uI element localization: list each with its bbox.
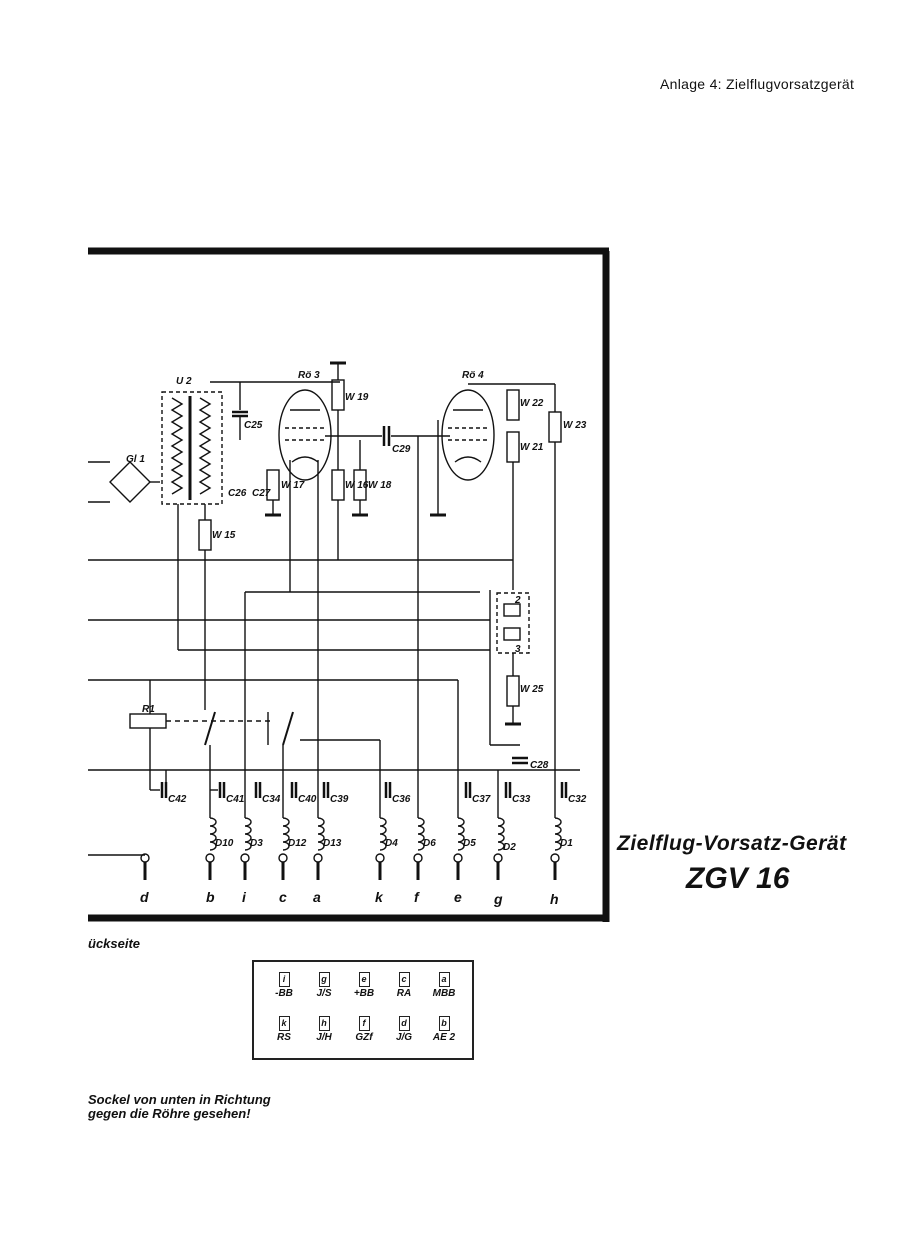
label-c26: C26: [228, 488, 247, 499]
label-d5: D5: [463, 838, 476, 849]
terminal-a: a: [313, 889, 321, 905]
device-model: ZGV 16: [686, 862, 790, 895]
label-d6: D6: [423, 838, 436, 849]
label-c42: C42: [168, 794, 187, 805]
page-header: Anlage 4: Zielflugvorsatzgerät: [660, 76, 855, 92]
socket-note: Sockel von unten in Richtung gegen die R…: [88, 1093, 271, 1121]
choke-coils: [209, 817, 562, 851]
label-w18: W 18: [368, 480, 392, 491]
label-d10: D10: [215, 838, 234, 849]
label-ro3: Rö 3: [298, 370, 320, 381]
socket-note-line2: gegen die Röhre gesehen!: [88, 1106, 251, 1121]
terminal-f: f: [414, 889, 420, 905]
label-w16: W 16: [345, 480, 369, 491]
tube-ro4: [441, 389, 495, 481]
label-r1: R1: [142, 704, 155, 715]
label-contact-2: 2: [514, 595, 521, 606]
terminal-i: i: [242, 889, 247, 905]
label-d4: D4: [385, 838, 398, 849]
label-c41: C41: [226, 794, 245, 805]
rueckseite-label: ückseite: [88, 936, 141, 951]
label-c29: C29: [392, 444, 411, 455]
terminal-pins: [140, 853, 560, 880]
socket-pin-i: i-BB: [275, 972, 293, 999]
socket-pin-e: e+BB: [353, 972, 375, 999]
label-c33: C33: [512, 794, 531, 805]
label-d2: D2: [503, 842, 516, 853]
label-w25: W 25: [520, 684, 544, 695]
rectifier-bridge: [109, 461, 151, 503]
label-contact-3: 3: [515, 644, 521, 655]
label-d1: D1: [560, 838, 573, 849]
transformer-u2: [161, 391, 223, 505]
label-w21: W 21: [520, 442, 544, 453]
terminal-h: h: [550, 891, 559, 907]
label-c34: C34: [262, 794, 281, 805]
terminal-b: b: [206, 889, 215, 905]
cap-row: [150, 770, 568, 798]
label-c32: C32: [568, 794, 587, 805]
label-d13: D13: [323, 838, 342, 849]
label-d12: D12: [288, 838, 307, 849]
label-w22: W 22: [520, 398, 544, 409]
device-title: Zielflug-Vorsatz-Gerät: [617, 832, 847, 855]
label-w17: W 17: [281, 480, 305, 491]
socket-note-line1: Sockel von unten in Richtung: [88, 1092, 271, 1107]
label-w23: W 23: [563, 420, 587, 431]
terminal-c: c: [279, 889, 287, 905]
terminal-k: k: [375, 889, 384, 905]
label-c28: C28: [530, 760, 549, 771]
terminal-g: g: [493, 891, 503, 907]
label-gl1: Gl 1: [126, 454, 145, 465]
relay-contact-box: [496, 592, 530, 654]
label-ro4: Rö 4: [462, 370, 484, 381]
label-u2: U 2: [176, 376, 192, 387]
relay-r1: [129, 713, 167, 729]
terminal-e: e: [454, 889, 462, 905]
label-c39: C39: [330, 794, 349, 805]
label-c27: C27: [252, 488, 271, 499]
tube-ro3: [278, 389, 332, 481]
label-w19: W 19: [345, 392, 369, 403]
label-c37: C37: [472, 794, 491, 805]
label-w15: W 15: [212, 530, 236, 541]
label-c40: C40: [298, 794, 317, 805]
terminal-d: d: [140, 889, 149, 905]
label-c36: C36: [392, 794, 411, 805]
label-c25: C25: [244, 420, 263, 431]
label-d3: D3: [250, 838, 263, 849]
